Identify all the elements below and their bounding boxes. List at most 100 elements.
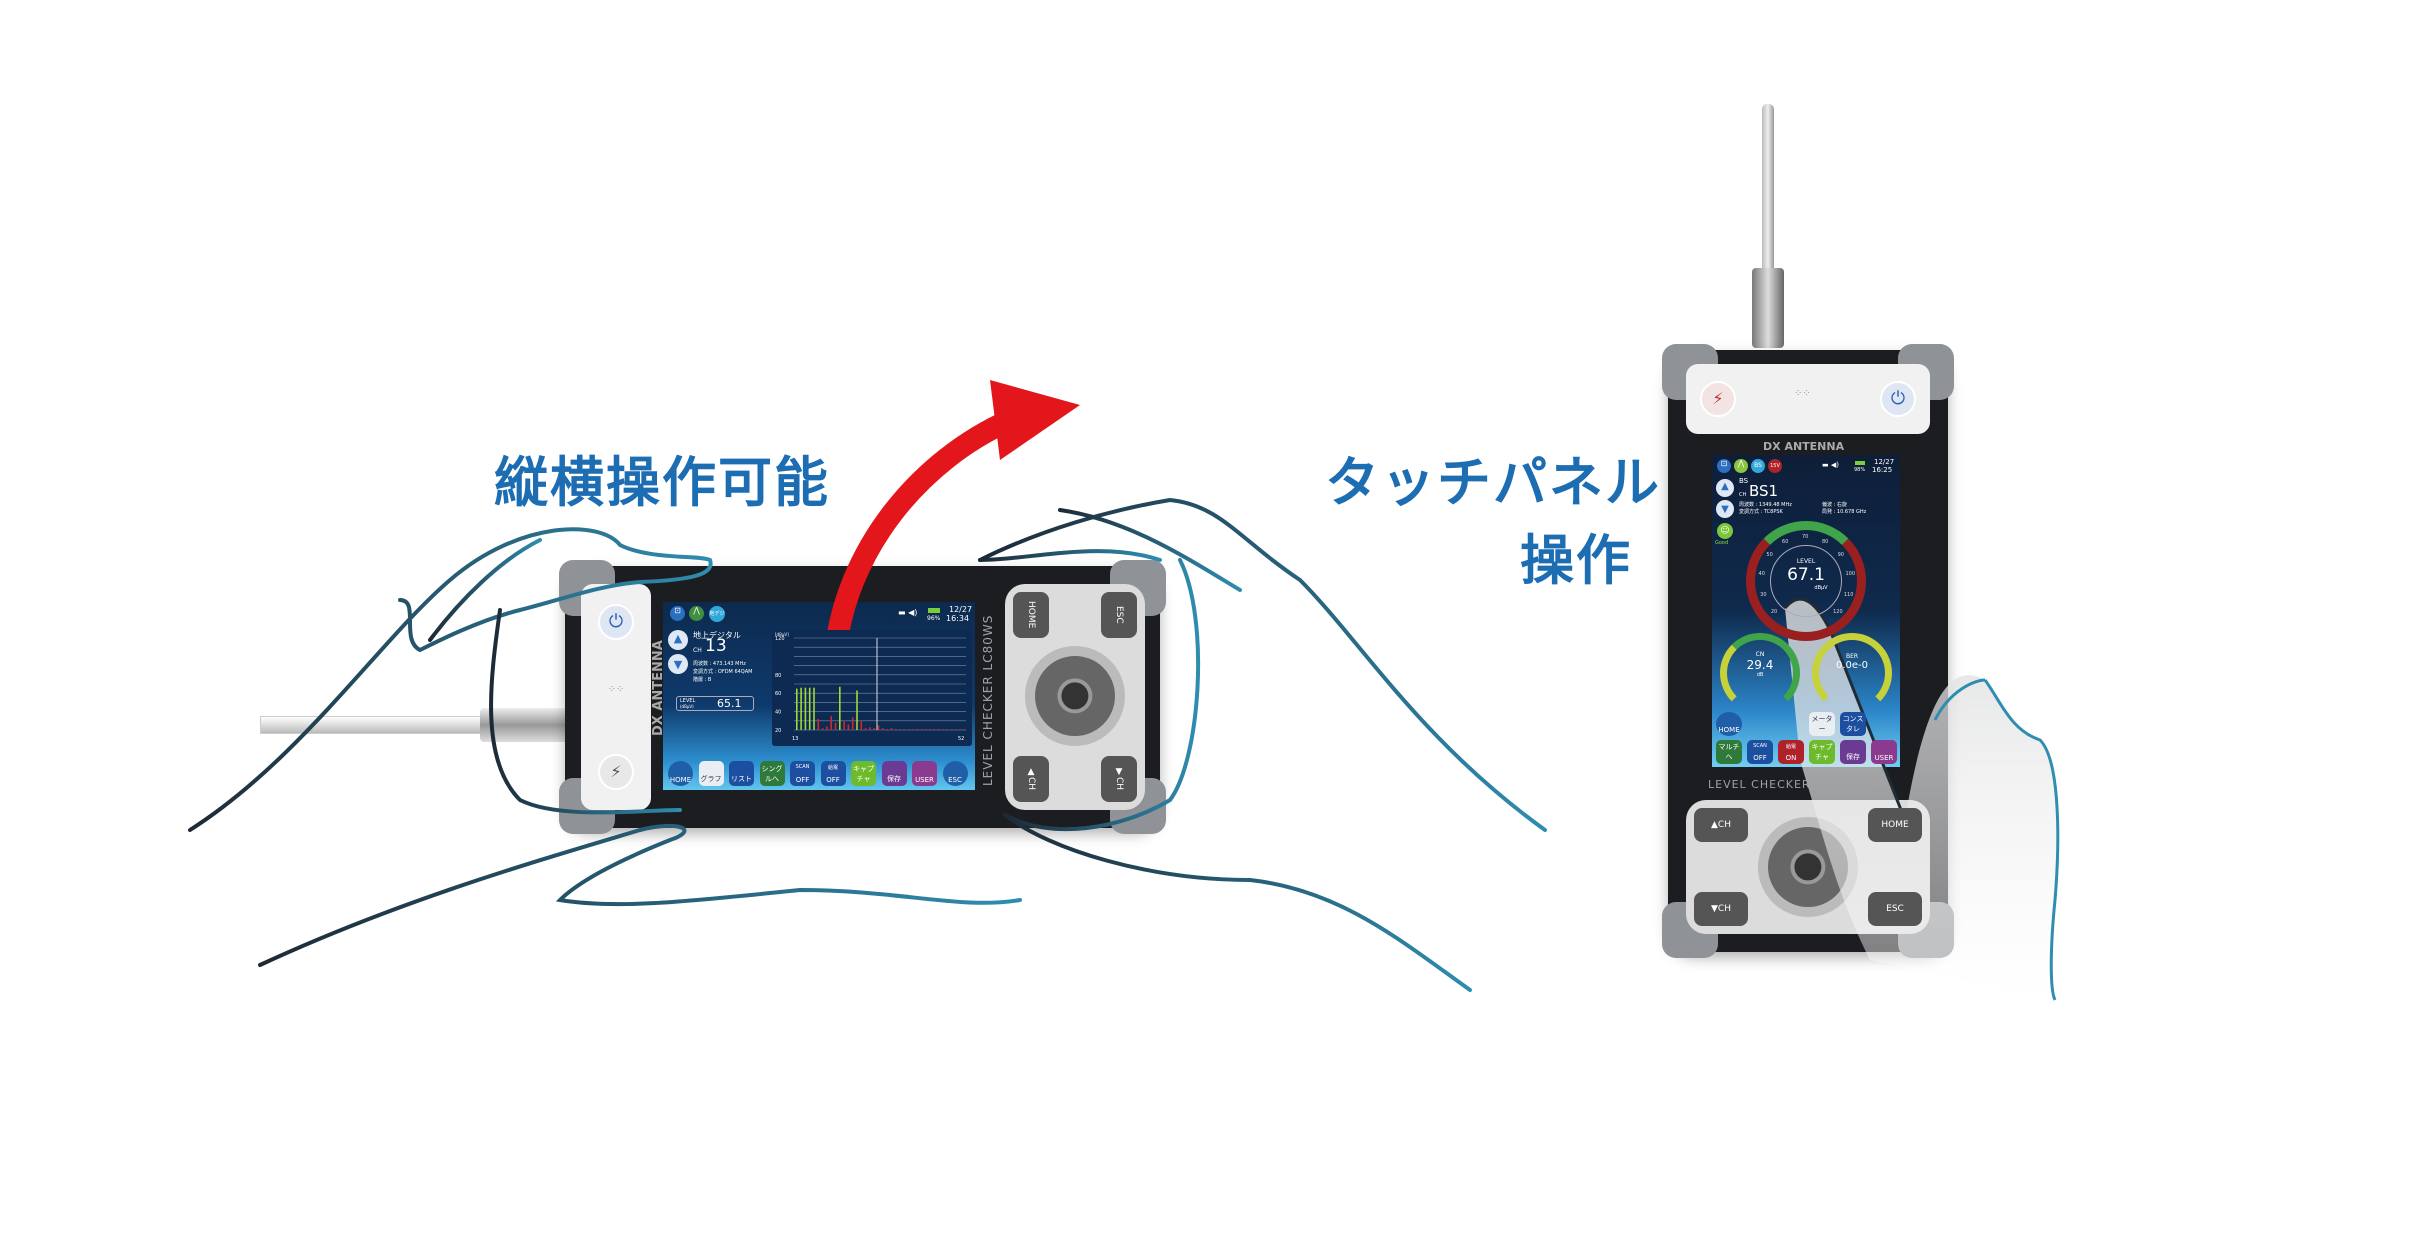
screen-button-6[interactable]: キャプチャ (1809, 740, 1835, 764)
spectrum-bar (920, 729, 923, 730)
coax-cable (260, 716, 490, 734)
good-label: Good (1715, 540, 1729, 546)
button-label: メーター (1811, 715, 1833, 733)
power-icon[interactable]: ⏻ (1880, 381, 1916, 417)
spectrum-bar (834, 722, 837, 730)
heading-touch-panel: タッチパネル (1325, 451, 1661, 514)
home-key[interactable]: HOME (1013, 592, 1049, 638)
info-label: 変調方式 (693, 669, 714, 675)
ber-label: BER (1845, 653, 1859, 660)
channel-number: 13 (705, 636, 727, 656)
landscape-screen[interactable]: ⊡ ⋀ 地デジ ▬ ◀) 96% 12/27 16:34 ▲ ▼ 地上デジタル … (663, 602, 975, 790)
info-value: : OFDM 64QAM (714, 669, 753, 675)
spectrum-bar (929, 729, 931, 730)
spectrum-bar (959, 729, 961, 730)
screen-button-3[interactable]: マルチへ (1716, 740, 1742, 764)
status-time: 16:25 (1872, 466, 1893, 474)
level-tick-label: 50 (1766, 552, 1773, 559)
screen-button-6[interactable]: キャプチャ (851, 761, 876, 786)
dpad[interactable] (1758, 817, 1858, 917)
ch-down-key[interactable]: ▼CH (1694, 892, 1748, 926)
screen-button-1[interactable]: グラフ (698, 761, 724, 786)
screen-button-8[interactable]: USER (912, 761, 937, 786)
x-tick-label: 13 (792, 736, 798, 742)
y-tick-label: 120 (775, 636, 785, 642)
screen-button-0[interactable]: HOME (1716, 712, 1742, 736)
button-label: 保存 (887, 775, 901, 783)
spectrum-bar (912, 729, 914, 730)
level-readout: LEVEL 67.1 dBμV (1770, 545, 1842, 617)
info-value: : TC8PSK (1760, 509, 1783, 515)
home-key[interactable]: HOME (1868, 808, 1922, 842)
x-tick-label: 52 (958, 736, 964, 742)
status-date: 12/27 (949, 605, 973, 614)
ch-up-key[interactable]: ▲CH (1013, 756, 1049, 802)
enter-key[interactable] (1057, 678, 1093, 714)
antenna-rod (1762, 104, 1774, 274)
spectrum-bar (886, 729, 888, 730)
spectrum-bar (830, 716, 832, 730)
spectrum-bar (800, 687, 802, 730)
button-top-label: SCAN (1753, 743, 1767, 749)
screen-button-7[interactable]: 保存 (1840, 740, 1866, 764)
info-value: : 1349.48 MHz (1755, 502, 1792, 508)
screen-button-0[interactable]: HOME (668, 761, 693, 786)
button-label: グラフ (700, 775, 722, 783)
screen-button-9[interactable]: ESC (942, 761, 968, 786)
screen-button-1[interactable]: メーター (1809, 712, 1835, 736)
screen-button-8[interactable]: USER (1871, 740, 1897, 764)
button-label: USER (915, 776, 934, 784)
button-label: コンスタレ (1842, 715, 1864, 733)
spectrum-bar (963, 729, 966, 730)
spectrum-mode-icon[interactable]: ⋀ (689, 606, 704, 621)
light-icon[interactable]: ⚡ (598, 754, 634, 790)
band-name: BS (1739, 477, 1749, 485)
light-icon[interactable]: ⚡ (1700, 381, 1736, 417)
channel-info: 周波数 : 473.143 MHz 変調方式 : OFDM 64QAM 階層 :… (693, 660, 752, 684)
spectrum-bar (903, 729, 906, 730)
spectrum-bar (839, 686, 841, 730)
battery-icon (1855, 461, 1865, 465)
status-date: 12/27 (1874, 458, 1895, 466)
screen-button-7[interactable]: 保存 (881, 761, 907, 786)
cn-unit: dB (1756, 672, 1764, 678)
enter-key[interactable] (1790, 849, 1826, 885)
button-label: OFF (826, 776, 840, 784)
ch-down-key[interactable]: ▼CH (1101, 756, 1137, 802)
info-label: 階層 (693, 677, 704, 683)
level-value: 67.1 (1787, 565, 1825, 585)
y-tick-label: 60 (775, 691, 781, 697)
level-unit: dBμV (1814, 585, 1828, 591)
spectrum-mode-icon[interactable]: ⋀ (1734, 459, 1748, 473)
left-panel: ⏻ ⁘⁘ ⚡ (581, 584, 651, 810)
ch-prefix: CH (693, 647, 702, 654)
screen-button-2[interactable]: コンスタレ (1840, 712, 1866, 736)
portrait-screen[interactable]: ⊡ ⋀ BS 15V ▬ ◀) 98% 12/27 16:25 ▲ ▼ BS C… (1712, 455, 1900, 767)
level-tick-label: 90 (1837, 552, 1844, 559)
spectrum-bar (907, 729, 910, 730)
ch-up-key[interactable]: ▲CH (1694, 808, 1748, 842)
esc-key[interactable]: ESC (1868, 892, 1922, 926)
ch-up-button[interactable]: ▲ (1716, 479, 1734, 497)
level-unit: (dBμV) (680, 704, 694, 709)
esc-key[interactable]: ESC (1101, 592, 1137, 638)
screen-button-2[interactable]: リスト (729, 761, 754, 786)
button-label: リスト (731, 775, 752, 783)
button-label: HOME (669, 776, 692, 784)
ch-down-button[interactable]: ▼ (1716, 500, 1734, 518)
spectrum-bar (808, 687, 811, 730)
dpad[interactable] (1025, 646, 1125, 746)
screen-button-3[interactable]: シングルへ (759, 761, 785, 786)
y-tick-label: 20 (775, 728, 781, 734)
input-icon[interactable]: ⊡ (1717, 459, 1731, 473)
ch-down-button[interactable]: ▼ (668, 654, 688, 674)
input-icon[interactable]: ⊡ (670, 606, 685, 621)
power-icon[interactable]: ⏻ (598, 604, 634, 640)
level-tick-label: 20 (1770, 609, 1778, 616)
ch-up-button[interactable]: ▲ (668, 630, 688, 650)
